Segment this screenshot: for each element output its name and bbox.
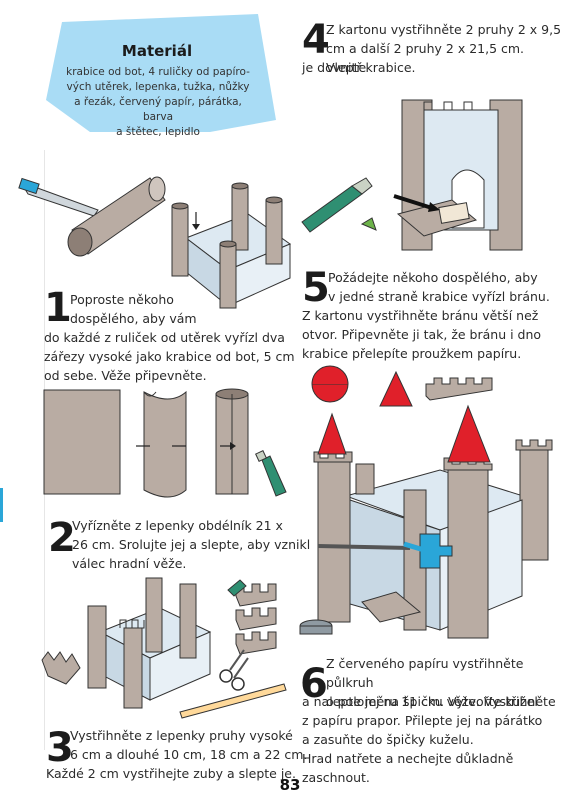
box-with-tubes-icon — [171, 182, 292, 309]
step-6-text-a: Z červeného papíru vystřihněte půlkruh o… — [326, 654, 564, 711]
step-4-text-a: Z kartonu vystřihněte 2 pruhy 2 x 9,5 cm… — [326, 20, 564, 77]
box-with-battlements-icon — [87, 577, 212, 709]
step-3-text-a: Vystřihněte z lepenky pruhy vysoké 6 cm … — [70, 726, 307, 764]
step-6-line: a zasuňte do špičky kuželu. — [302, 732, 474, 747]
curved-sheet-icon — [136, 390, 187, 498]
step-5-text-b: Z kartonu vystřihněte bránu větší než ot… — [302, 306, 541, 363]
step-1-text-b: do každé z ruliček od utěrek vyřízl dva … — [44, 328, 295, 385]
step-5-line: Požádejte někoho dospělého, aby — [328, 270, 538, 285]
step-4-line: je dovnitř krabice. — [302, 60, 416, 75]
step-1-line: dospělého, aby vám — [70, 311, 197, 326]
step-5-line: krabice přelepíte proužkem papíru. — [302, 346, 522, 361]
step-6-number: 6 — [300, 661, 328, 707]
step-4-line: Z kartonu vystřihněte 2 pruhy 2 x 9,5 — [326, 22, 562, 37]
crenel-strip-piece-icon — [41, 651, 81, 685]
step-5-line: Z kartonu vystřihněte bránu větší než — [302, 308, 539, 323]
step-5-line: v jedné straně krabice vyřízl bránu. — [328, 289, 550, 304]
step-5-line: otvor. Připevněte ji tak, že bránu i dno — [302, 327, 542, 342]
ruler-icon — [179, 683, 287, 719]
step-4-number: 4 — [302, 17, 330, 63]
step-3-line: Vystřihněte z lepenky pruhy vysoké — [70, 728, 293, 743]
semicircle-paper-icon — [311, 365, 349, 403]
step-1-line: Poproste někoho — [70, 292, 174, 307]
step-5-text-a: Požádejte někoho dospělého, aby v jedné … — [328, 268, 550, 306]
step-5-number: 5 — [302, 265, 330, 311]
step-2-line: Vyřízněte z lepenky obdélník 21 x — [72, 518, 283, 533]
scissors-icon — [219, 649, 249, 691]
cone-icon — [379, 370, 413, 407]
page-edge-tab — [0, 488, 3, 522]
step-1-line: od sebe. Věže připevněte. — [44, 368, 207, 383]
castle-icon — [313, 404, 553, 639]
cardboard-sheet-icon — [43, 389, 121, 495]
step-3-text-b: Každé 2 cm vystřihejte zuby a slepte je. — [46, 764, 296, 783]
cardboard-roll-icon — [67, 176, 166, 257]
step-1-line: do každé z ruliček od utěrek vyřízl dva — [44, 330, 285, 345]
step-4-line: cm a další 2 pruhy 2 x 21,5 cm. Vlepte — [326, 41, 525, 75]
step-6-line: z papíru prapor. Přilepte jej na párátko — [302, 713, 543, 728]
step-3-number: 3 — [46, 725, 74, 771]
craft-knife-icon — [18, 177, 99, 217]
step-6-line: Z červeného papíru vystřihněte půlkruh — [326, 656, 524, 690]
crenel-strips-icon — [235, 583, 277, 655]
step-3-line: Každé 2 cm vystřihejte zuby a slepte je. — [46, 766, 296, 781]
step-6-line: Hrad natřete a nechejte důkladně zaschno… — [302, 751, 514, 785]
crenel-strip-icon — [425, 377, 493, 401]
glue-tube-icon — [301, 177, 377, 233]
tube-icon — [215, 388, 249, 495]
glue-tube-icon — [255, 450, 287, 497]
step-2-line: válec hradní věže. — [72, 556, 187, 571]
castle-box-with-gate-icon — [393, 99, 523, 251]
step-1-number: 1 — [44, 285, 72, 331]
step-2-text: Vyřízněte z lepenky obdélník 21 x 26 cm.… — [72, 516, 310, 573]
page-number: 83 — [279, 776, 301, 794]
glue-tube-icon — [227, 579, 247, 597]
step-6-line: a nalepte jej na špičku věže. Vystřihnět… — [302, 694, 556, 709]
step-4-text-b: je dovnitř krabice. — [302, 58, 416, 77]
step-6-text-b: a nalepte jej na špičku věže. Vystřihnět… — [302, 692, 564, 787]
step-1-line: zářezy vysoké jako krabice od bot, 5 cm — [44, 349, 295, 364]
step-2-line: 26 cm. Srolujte jej a slepte, aby vznikl — [72, 537, 311, 552]
step-1-text-a: Poproste někoho dospělého, aby vám — [70, 290, 197, 328]
step-3-line: 6 cm a dlouhé 10 cm, 18 cm a 22 cm. — [70, 747, 308, 762]
step-6-line: o poloměru 11 cm. Vytvořte kužel — [326, 694, 538, 709]
paint-pot-icon — [299, 619, 333, 635]
step-2-number: 2 — [48, 515, 76, 561]
